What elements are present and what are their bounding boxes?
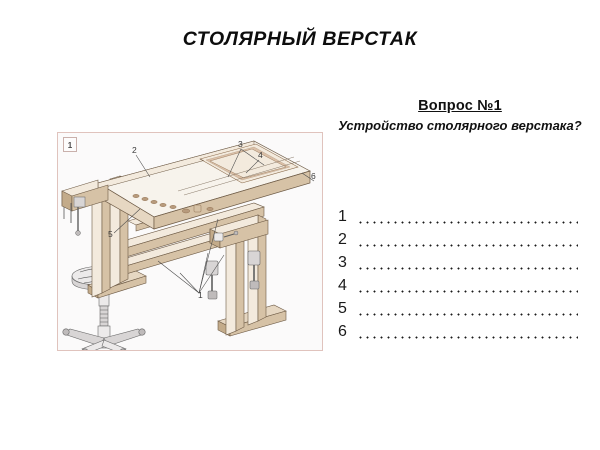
answer-blank-line[interactable] [357, 258, 578, 272]
answer-row[interactable]: 5 [338, 295, 578, 318]
answer-lines-list: 1 2 3 4 5 6 [338, 203, 578, 341]
answer-row[interactable]: 4 [338, 272, 578, 295]
answer-number: 1 [338, 208, 347, 225]
answer-blank-line[interactable] [357, 212, 578, 226]
question-heading: Вопрос №1 [418, 98, 502, 114]
callout-label-1: 1 [198, 290, 203, 300]
workbench-drawing: 2 3 4 5 6 1 [61, 139, 316, 350]
answer-number: 4 [338, 277, 347, 294]
figure-index-badge: 1 [63, 137, 77, 152]
bench-top-drawing [97, 140, 311, 230]
callout-leader-lines [113, 148, 315, 294]
workbench-illustration-frame: 2 3 4 5 6 1 1 [57, 132, 323, 351]
answer-row[interactable]: 1 [338, 203, 578, 226]
front-vise-drawing [61, 179, 109, 236]
question-subtitle: Устройство столярного верстака? [338, 118, 582, 133]
callout-label-3: 3 [238, 139, 243, 149]
answer-number: 2 [338, 231, 347, 248]
answer-blank-line[interactable] [357, 235, 578, 249]
tail-vise-drawing [205, 214, 269, 300]
callout-label-2: 2 [132, 145, 137, 155]
answer-blank-line[interactable] [357, 304, 578, 318]
answer-number: 3 [338, 254, 347, 271]
callout-label-4: 4 [258, 150, 263, 160]
answer-row[interactable]: 2 [338, 226, 578, 249]
answer-number: 6 [338, 323, 347, 340]
callout-label-6: 6 [311, 171, 316, 181]
answer-blank-line[interactable] [357, 327, 578, 341]
answer-number: 5 [338, 300, 347, 317]
answer-blank-line[interactable] [357, 281, 578, 295]
page-title: СТОЛЯРНЫЙ ВЕРСТАК [182, 28, 418, 50]
question-block: Вопрос №1 Устройство столярного верстака… [336, 98, 584, 134]
callout-label-5: 5 [108, 229, 113, 239]
answer-row[interactable]: 6 [338, 318, 578, 341]
answer-row[interactable]: 3 [338, 249, 578, 272]
